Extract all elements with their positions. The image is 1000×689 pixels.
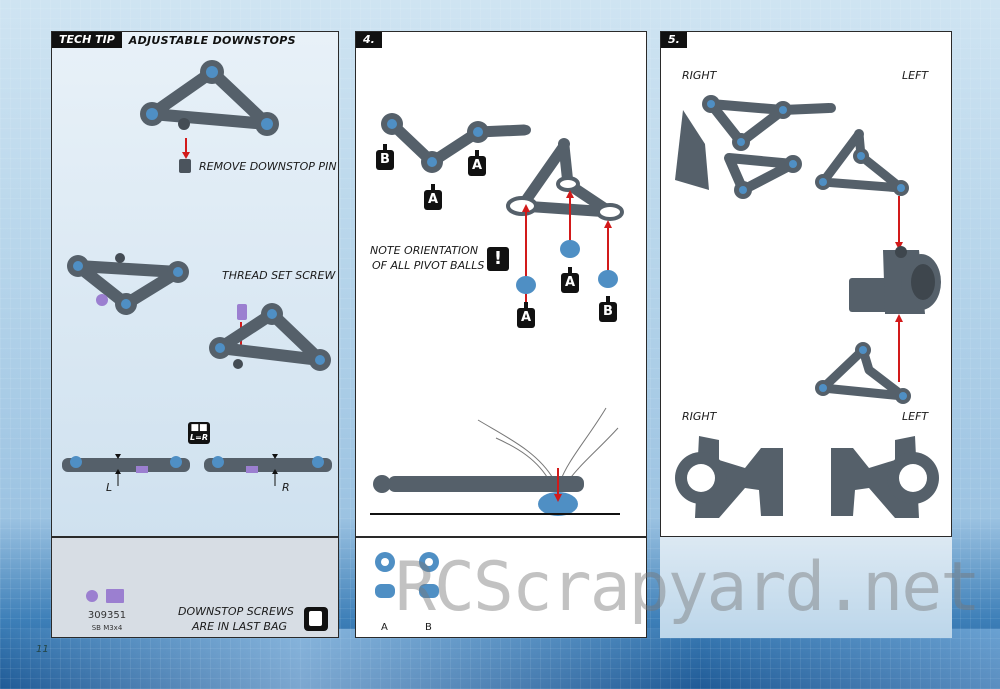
- tech-tip-title: ADJUSTABLE DOWNSTOPS: [128, 33, 296, 47]
- middle-wishbone-illustration: [67, 253, 189, 315]
- thread-screw-label: THREAD SET SCREW: [222, 269, 336, 282]
- pivot-badge-a2: A: [424, 184, 442, 210]
- step4-lower-arm-illustration: [506, 138, 624, 221]
- pivot-badge-b1: B: [376, 144, 394, 170]
- step5-right-label-bottom: RIGHT: [682, 410, 717, 423]
- step5-tag: 5.: [661, 32, 687, 48]
- top-wishbone-illustration: [140, 60, 279, 136]
- right-knuckle-side-illustration: [675, 436, 783, 518]
- pivot-ball-b-footer-icon: [419, 552, 439, 598]
- downstop-pin-icon: [179, 159, 191, 173]
- tech-tip-footer: 309351 SB M3x4 DOWNSTOP SCREWS ARE IN LA…: [51, 537, 339, 638]
- orientation-note-line2: OF ALL PIVOT BALLS: [372, 259, 485, 272]
- left-upper-arm-illustration: [815, 129, 909, 196]
- downstop-note-line2: ARE IN LAST BAG: [192, 620, 288, 633]
- left-equals-right-icon: ■■ L=R: [188, 422, 210, 444]
- part-number: 309351: [87, 610, 127, 621]
- pivot-badge-a3: A: [517, 302, 535, 328]
- step4-header: 4.: [356, 32, 382, 48]
- press-ball-illustration: [370, 407, 620, 516]
- step5-panel: 5. RIGHT LEFT: [660, 31, 952, 537]
- right-assembled-illustration: [675, 95, 836, 199]
- pivot-badge-a4: A: [561, 267, 579, 293]
- pivot-ball-a-footer-icon: [375, 552, 395, 598]
- watermark: RCScrapyard.net: [395, 548, 981, 627]
- footer-label-a: A: [381, 622, 388, 633]
- attention-icon: !: [487, 247, 509, 271]
- left-lower-arm-illustration: [815, 342, 911, 404]
- tech-tip-tag: TECH TIP: [52, 32, 122, 48]
- remove-pin-arrow: [182, 138, 190, 159]
- left-steering-knuckle-illustration: [849, 246, 941, 314]
- set-screw-icon: [237, 304, 247, 320]
- step4-upper-arm-illustration: [381, 113, 531, 173]
- pivot-ball-b-right: [598, 270, 618, 288]
- side-view-left-arm: [62, 454, 190, 486]
- step4-tag: 4.: [356, 32, 382, 48]
- pivot-ball-a-lower: [516, 276, 536, 294]
- left-knuckle-side-illustration: [831, 436, 939, 518]
- tech-tip-panel: TECH TIP ADJUSTABLE DOWNSTOPS REMOVE DOW…: [51, 31, 339, 537]
- step5-right-label-top: RIGHT: [682, 69, 717, 82]
- step5-left-label-bottom: LEFT: [902, 410, 929, 423]
- left-side-label: L: [106, 481, 113, 494]
- tech-tip-header: TECH TIP ADJUSTABLE DOWNSTOPS: [52, 32, 296, 48]
- background-streak: [0, 629, 1000, 689]
- right-side-label: R: [282, 481, 290, 494]
- side-view-right-arm: [204, 454, 332, 486]
- step5-left-label-top: LEFT: [902, 69, 929, 82]
- step5-footer: [660, 537, 952, 638]
- step4-footer: A B: [355, 537, 647, 638]
- remove-pin-label: REMOVE DOWNSTOP PIN: [199, 160, 337, 173]
- step5-assembly-arrows: [895, 196, 903, 382]
- pivot-ball-a-center: [560, 240, 580, 258]
- part-description: SB M3x4: [91, 624, 123, 632]
- threaded-wishbone-illustration: [209, 303, 331, 371]
- orientation-note-line1: NOTE ORIENTATION: [370, 244, 479, 257]
- pivot-badge-b2: B: [599, 296, 617, 322]
- step5-header: 5.: [661, 32, 687, 48]
- parts-bag-icon: [304, 607, 328, 631]
- footer-label-b: B: [425, 622, 432, 633]
- step4-panel: 4. B A A NOTE ORIENTATION OF ALL PIVOT B…: [355, 31, 647, 537]
- page-number: 11: [36, 644, 49, 655]
- pivot-badge-a1: A: [468, 150, 486, 176]
- downstop-note-line1: DOWNSTOP SCREWS: [178, 605, 294, 618]
- screw-part-icon: [86, 589, 124, 603]
